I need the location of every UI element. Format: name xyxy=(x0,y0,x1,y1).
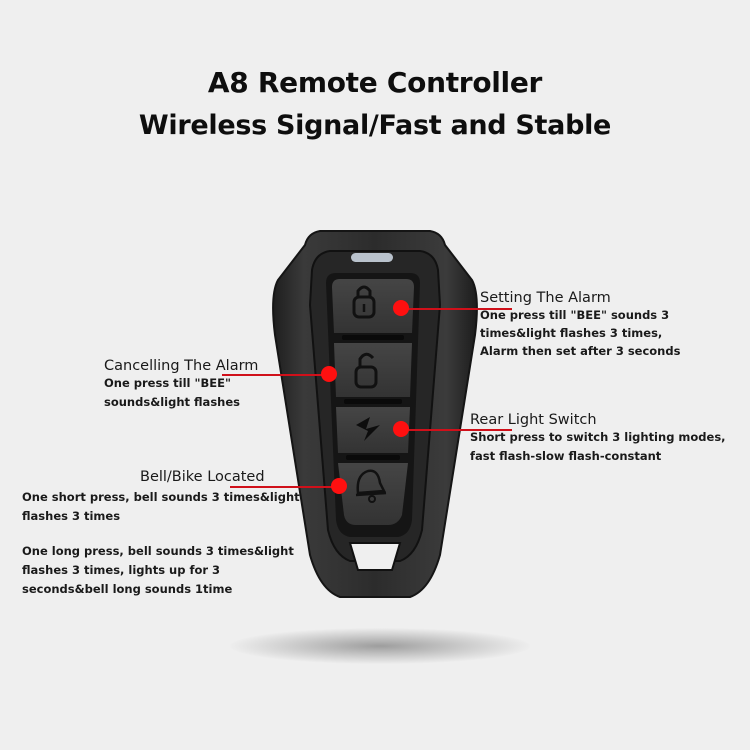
indicator-light xyxy=(351,253,393,262)
callout-line-bell xyxy=(230,486,340,488)
page-title: A8 Remote Controller xyxy=(207,66,543,99)
bell-button xyxy=(338,463,408,525)
callout-text: seconds&bell long sounds 1time xyxy=(22,582,233,596)
product-shadow xyxy=(230,628,530,664)
lock-button xyxy=(332,279,414,333)
callout-bell-short-press: One short press, bell sounds 3 times&lig… xyxy=(22,488,300,526)
page-subtitle: Wireless Signal/Fast and Stable xyxy=(138,110,612,141)
callout-setting-alarm: Setting The Alarm One press till "BEE" s… xyxy=(480,290,680,361)
callout-bell-long-press: One long press, bell sounds 3 times&ligh… xyxy=(22,542,294,599)
callout-bell-located: Bell/Bike Located xyxy=(140,469,265,485)
callout-text: One press till "BEE" xyxy=(104,376,231,390)
callout-text: sounds&light flashes xyxy=(104,395,240,409)
remote-controller-image xyxy=(272,230,478,598)
callout-title: Setting The Alarm xyxy=(480,290,611,306)
callout-text: One press till "BEE" sounds 3 xyxy=(480,308,670,322)
marker-dot-rear-light xyxy=(393,421,409,437)
callout-text: One short press, bell sounds 3 times&lig… xyxy=(22,490,300,504)
lightning-button xyxy=(336,407,410,453)
callout-text: Short press to switch 3 lighting modes, xyxy=(470,430,726,444)
callout-rear-light: Rear Light Switch Short press to switch … xyxy=(470,412,726,466)
callout-text: flashes 3 times, lights up for 3 xyxy=(22,563,221,577)
callout-line-setting xyxy=(402,308,512,310)
marker-dot-bell xyxy=(331,478,347,494)
callout-cancelling-alarm: Cancelling The Alarm One press till "BEE… xyxy=(104,358,258,412)
callout-title: Rear Light Switch xyxy=(470,412,597,428)
callout-line-cancelling xyxy=(222,374,332,376)
callout-text: One long press, bell sounds 3 times&ligh… xyxy=(22,544,294,558)
callout-line-rear-light xyxy=(402,429,512,431)
callout-text: flashes 3 times xyxy=(22,509,121,523)
callout-text: Alarm then set after 3 seconds xyxy=(480,344,681,358)
callout-text: times&light flashes 3 times, xyxy=(480,326,663,340)
callout-text: fast flash-slow flash-constant xyxy=(470,449,662,463)
callout-title: Bell/Bike Located xyxy=(140,469,265,485)
callout-title: Cancelling The Alarm xyxy=(104,358,259,374)
unlock-button xyxy=(334,343,412,397)
marker-dot-setting xyxy=(393,300,409,316)
marker-dot-cancelling xyxy=(321,366,337,382)
